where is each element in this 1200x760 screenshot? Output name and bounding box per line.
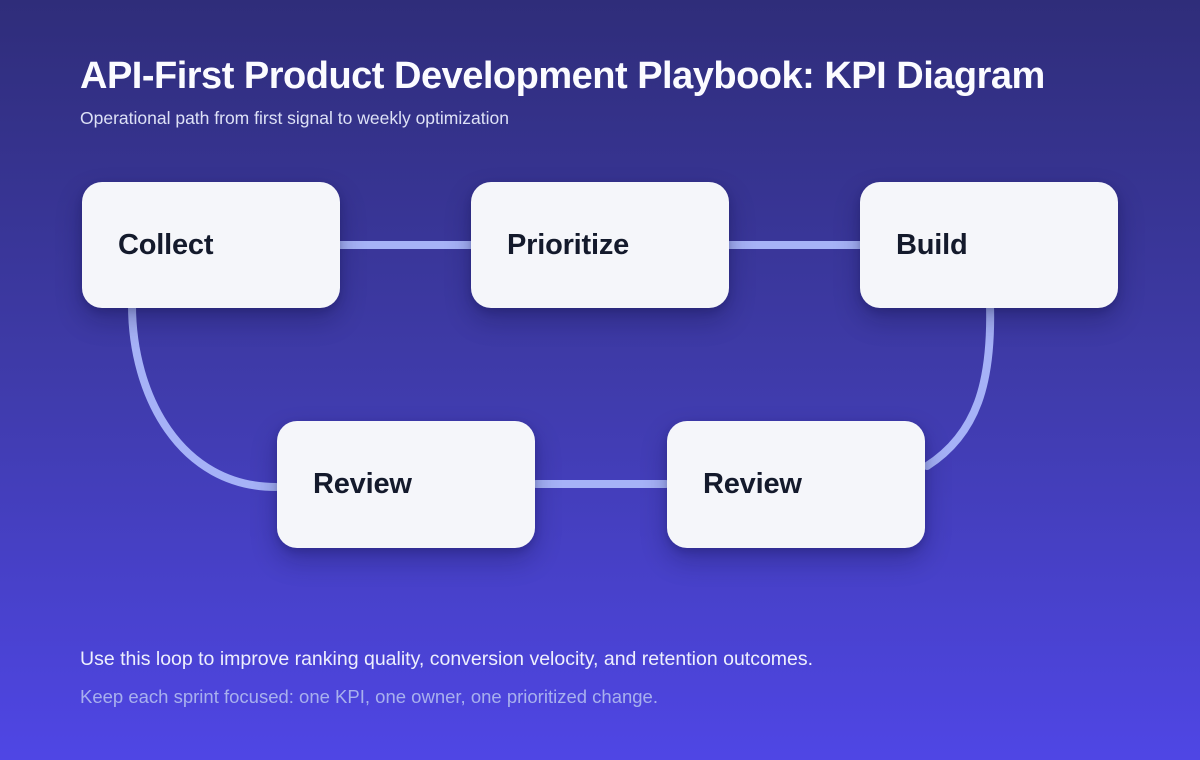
connector-collect-review1-curve	[128, 301, 280, 491]
page-title: API-First Product Development Playbook: …	[80, 55, 1045, 97]
diagram-node-review-1: Review	[277, 421, 535, 548]
footer-primary-text: Use this loop to improve ranking quality…	[80, 648, 814, 670]
node-label-review-2: Review	[703, 468, 802, 500]
diagram-node-build: Build	[860, 182, 1118, 308]
node-label-build: Build	[896, 228, 968, 261]
page-subtitle: Operational path from first signal to we…	[80, 108, 509, 128]
diagram-node-collect: Collect	[82, 182, 340, 308]
node-label-collect: Collect	[118, 228, 214, 261]
node-label-review-1: Review	[313, 468, 412, 500]
diagram-node-prioritize: Prioritize	[471, 182, 729, 308]
connector-build-review2-curve	[923, 301, 995, 470]
node-label-prioritize: Prioritize	[507, 228, 630, 261]
diagram-node-review-2: Review	[667, 421, 925, 548]
footer-secondary-text: Keep each sprint focused: one KPI, one o…	[80, 686, 658, 707]
